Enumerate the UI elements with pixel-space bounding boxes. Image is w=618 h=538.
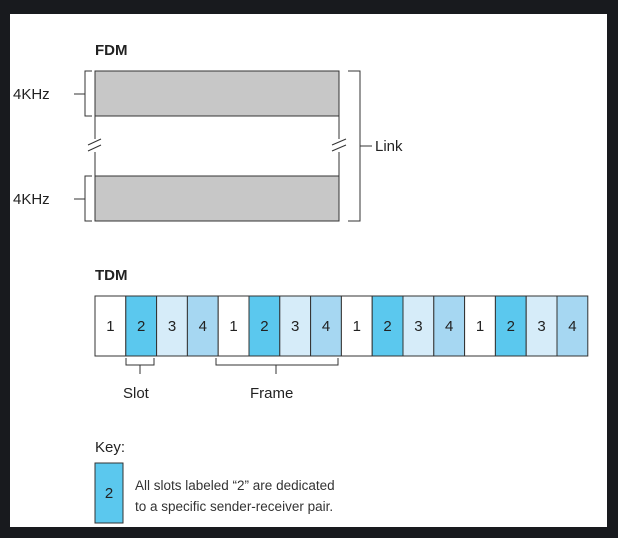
- tdm-slot: [494, 295, 527, 357]
- tdm-slot-row: 1 2 3 4 1 2 3 4 1 2 3 4 1 2 3 4: [94, 295, 589, 357]
- tdm-slot-number: 3: [291, 318, 299, 335]
- tdm-slot: [340, 295, 373, 357]
- tdm-slot-number: 1: [476, 318, 484, 335]
- tdm-slot: [402, 295, 435, 357]
- tdm-slot-number: 3: [168, 318, 176, 335]
- fdm-channel-label-top: 4KHz: [13, 86, 50, 103]
- fdm-left-break-2: [87, 144, 102, 152]
- fdm-title: FDM: [95, 42, 128, 59]
- tdm-slot: [217, 295, 250, 357]
- tdm-slot-number: 2: [507, 318, 515, 335]
- fdm-bracket-top: [84, 70, 92, 117]
- key-description-line2: to a specific sender-receiver pair.: [135, 499, 333, 514]
- fdm-link-bracket: [348, 70, 361, 222]
- tdm-slot-number: 2: [383, 318, 391, 335]
- tdm-slot: [125, 295, 158, 357]
- fdm-right-break-2: [331, 144, 347, 152]
- tdm-slot-number: 3: [414, 318, 422, 335]
- key-sample-slot-number: 2: [105, 485, 113, 502]
- fdm-band-top: [94, 70, 340, 117]
- tdm-slot: [464, 295, 496, 357]
- key-sample-slot: [94, 462, 124, 524]
- tdm-slot-number: 1: [353, 318, 361, 335]
- tdm-slot-number: 1: [106, 318, 114, 335]
- tdm-frame-bracket: [215, 358, 339, 366]
- tdm-title: TDM: [95, 267, 128, 284]
- fdm-link-label: Link: [375, 138, 403, 155]
- tdm-slot: [248, 295, 281, 357]
- tdm-slot-number: 4: [199, 318, 207, 335]
- tdm-slot-number: 4: [322, 318, 330, 335]
- fdm-left-break-1: [87, 138, 102, 146]
- fdm-bracket-bottom: [84, 175, 92, 222]
- tdm-slot-number: 3: [537, 318, 545, 335]
- tdm-slot-number: 2: [260, 318, 268, 335]
- tdm-slot-number: 2: [137, 318, 145, 335]
- tdm-frame-label: Frame: [250, 385, 293, 402]
- tdm-slot: [186, 295, 219, 357]
- fdm-band-bottom: [94, 175, 340, 222]
- tdm-slot-label: Slot: [123, 385, 150, 402]
- key-description-line1: All slots labeled “2” are dedicated: [135, 478, 335, 493]
- key-title: Key:: [95, 439, 125, 456]
- tdm-slot: [94, 295, 127, 357]
- tdm-slot-number: 4: [445, 318, 453, 335]
- tdm-slot: [556, 295, 589, 357]
- tdm-slot-number: 1: [229, 318, 237, 335]
- fdm-channel-label-bottom: 4KHz: [13, 191, 50, 208]
- tdm-slot-bracket: [125, 358, 155, 366]
- fdm-right-break-1: [331, 138, 347, 146]
- tdm-slot-number: 4: [568, 318, 576, 335]
- tdm-slot: [156, 295, 188, 357]
